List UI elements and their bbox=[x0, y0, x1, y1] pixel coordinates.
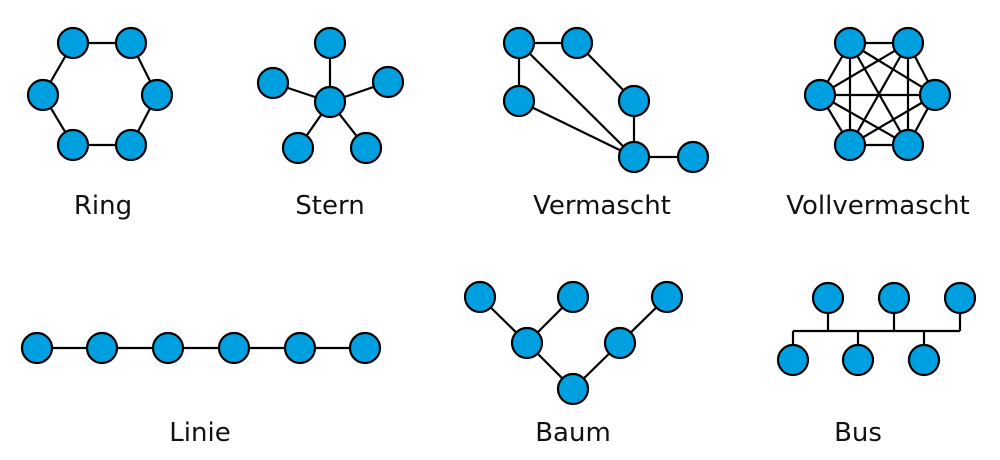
topology-ring: Ring bbox=[26, 26, 174, 221]
vermascht-link bbox=[518, 100, 635, 158]
vermascht-node bbox=[617, 140, 651, 174]
baum-node bbox=[463, 280, 497, 314]
vollvermascht-node bbox=[918, 78, 952, 112]
baum-node bbox=[650, 280, 684, 314]
ring-node bbox=[114, 26, 148, 60]
topology-baum: Baum bbox=[463, 280, 684, 448]
label-ring: Ring bbox=[74, 191, 132, 221]
vollvermascht-link bbox=[819, 42, 909, 96]
vollvermascht-node bbox=[833, 128, 867, 162]
topology-stern: Stern bbox=[256, 26, 405, 221]
label-linie: Linie bbox=[169, 418, 230, 448]
vermascht-link bbox=[518, 42, 635, 158]
linie-node bbox=[283, 331, 317, 365]
stern-node bbox=[371, 65, 405, 99]
vollvermascht-node bbox=[891, 128, 925, 162]
stern-node bbox=[313, 85, 347, 119]
stern-node bbox=[313, 26, 347, 60]
vollvermascht-node bbox=[833, 26, 867, 60]
topology-vollvermascht: Vollvermascht bbox=[786, 26, 970, 221]
label-bus: Bus bbox=[834, 418, 882, 448]
stern-node bbox=[256, 66, 290, 100]
topology-bus: Bus bbox=[776, 281, 977, 448]
stern-node bbox=[281, 131, 315, 165]
vollvermascht-link bbox=[819, 94, 909, 146]
ring-node bbox=[56, 128, 90, 162]
bus-node bbox=[907, 343, 941, 377]
bus-node bbox=[841, 343, 875, 377]
ring-node bbox=[140, 78, 174, 112]
bus-node bbox=[943, 281, 977, 315]
linie-node bbox=[85, 331, 119, 365]
bus-node bbox=[877, 281, 911, 315]
label-stern: Stern bbox=[295, 191, 364, 221]
baum-node bbox=[510, 326, 544, 360]
vermascht-node bbox=[617, 84, 651, 118]
ring-node bbox=[26, 78, 60, 112]
linie-node bbox=[348, 331, 382, 365]
label-vollvermascht: Vollvermascht bbox=[786, 191, 970, 221]
vermascht-node bbox=[676, 140, 710, 174]
bus-node bbox=[811, 281, 845, 315]
linie-node bbox=[20, 331, 54, 365]
stern-node bbox=[349, 131, 383, 165]
vermascht-node bbox=[502, 26, 536, 60]
vermascht-node bbox=[560, 26, 594, 60]
baum-node bbox=[603, 326, 637, 360]
linie-node bbox=[151, 331, 185, 365]
vollvermascht-node bbox=[803, 78, 837, 112]
baum-node bbox=[556, 280, 590, 314]
topology-linie: Linie bbox=[20, 331, 382, 448]
topology-vermascht: Vermascht bbox=[502, 26, 710, 221]
vermascht-node bbox=[502, 84, 536, 118]
bus-node bbox=[776, 343, 810, 377]
vollvermascht-node bbox=[891, 26, 925, 60]
vollvermascht-link bbox=[849, 94, 936, 146]
baum-node bbox=[556, 372, 590, 406]
ring-node bbox=[114, 128, 148, 162]
ring-node bbox=[56, 26, 90, 60]
label-baum: Baum bbox=[535, 418, 611, 448]
label-vermascht: Vermascht bbox=[533, 191, 671, 221]
linie-node bbox=[217, 331, 251, 365]
